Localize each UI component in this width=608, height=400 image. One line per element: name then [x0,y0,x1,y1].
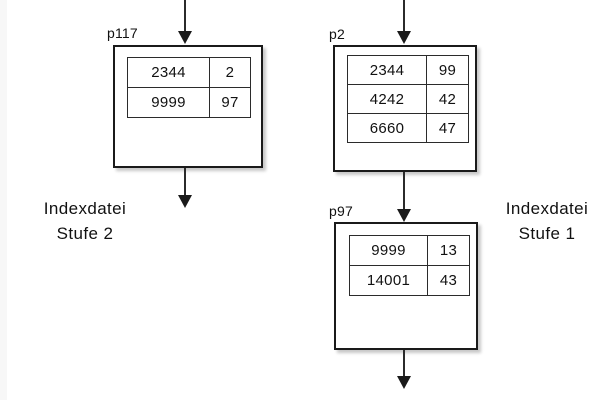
index-pointer-cell: 47 [426,113,469,143]
arrow-out-p97 [397,350,411,390]
block-label-p97: p97 [329,203,353,219]
table-row[interactable]: 14001 43 [349,265,470,296]
arrow-head-icon [397,209,411,222]
page-edge-strip [0,0,7,400]
block-p97[interactable]: 9999 13 14001 43 [334,222,478,350]
left-caption: Indexdatei Stufe 2 [15,196,155,246]
arrow-into-p117 [178,0,192,45]
table-row[interactable]: 9999 13 [349,235,470,266]
right-caption-line1: Indexdatei [505,199,589,218]
block-label-p117: p117 [107,25,138,41]
block-p117[interactable]: 2344 2 9999 97 [113,45,263,168]
arrow-head-icon [397,376,411,389]
right-caption-line2: Stufe 1 [518,224,576,243]
index-table-p117: 2344 2 9999 97 [127,57,251,118]
index-key-cell: 6660 [347,113,427,143]
index-key-cell: 2344 [127,57,210,88]
table-row[interactable]: 6660 47 [347,113,469,143]
right-caption: Indexdatei Stufe 1 [488,196,606,246]
index-key-cell: 9999 [127,87,210,118]
index-pointer-cell: 2 [209,57,251,88]
arrow-shaft [403,350,405,378]
index-key-cell: 2344 [347,55,427,85]
arrow-head-icon [178,195,192,208]
index-key-cell: 14001 [349,265,428,296]
block-label-p2: p2 [329,26,345,42]
index-pointer-cell: 13 [427,235,470,266]
index-table-p2: 2344 99 4242 42 6660 47 [347,55,469,143]
table-row[interactable]: 2344 2 [127,57,251,88]
arrow-shaft [403,0,405,33]
table-row[interactable]: 2344 99 [347,55,469,85]
left-caption-line1: Indexdatei [43,199,127,218]
table-row[interactable]: 9999 97 [127,87,251,118]
arrow-out-p117 [178,168,192,210]
index-pointer-cell: 43 [427,265,470,296]
index-pointer-cell: 97 [209,87,251,118]
arrow-shaft [184,168,186,197]
arrow-head-icon [178,31,192,44]
index-key-cell: 9999 [349,235,428,266]
arrow-p2-to-p97 [397,172,411,222]
block-p2[interactable]: 2344 99 4242 42 6660 47 [333,45,477,172]
index-pointer-cell: 99 [426,55,469,85]
arrow-head-icon [397,31,411,44]
arrow-into-p2 [397,0,411,45]
index-key-cell: 4242 [347,84,427,114]
arrow-shaft [403,172,405,211]
index-pointer-cell: 42 [426,84,469,114]
index-table-p97: 9999 13 14001 43 [349,235,470,296]
left-caption-line2: Stufe 2 [56,224,114,243]
arrow-shaft [184,0,186,33]
table-row[interactable]: 4242 42 [347,84,469,114]
